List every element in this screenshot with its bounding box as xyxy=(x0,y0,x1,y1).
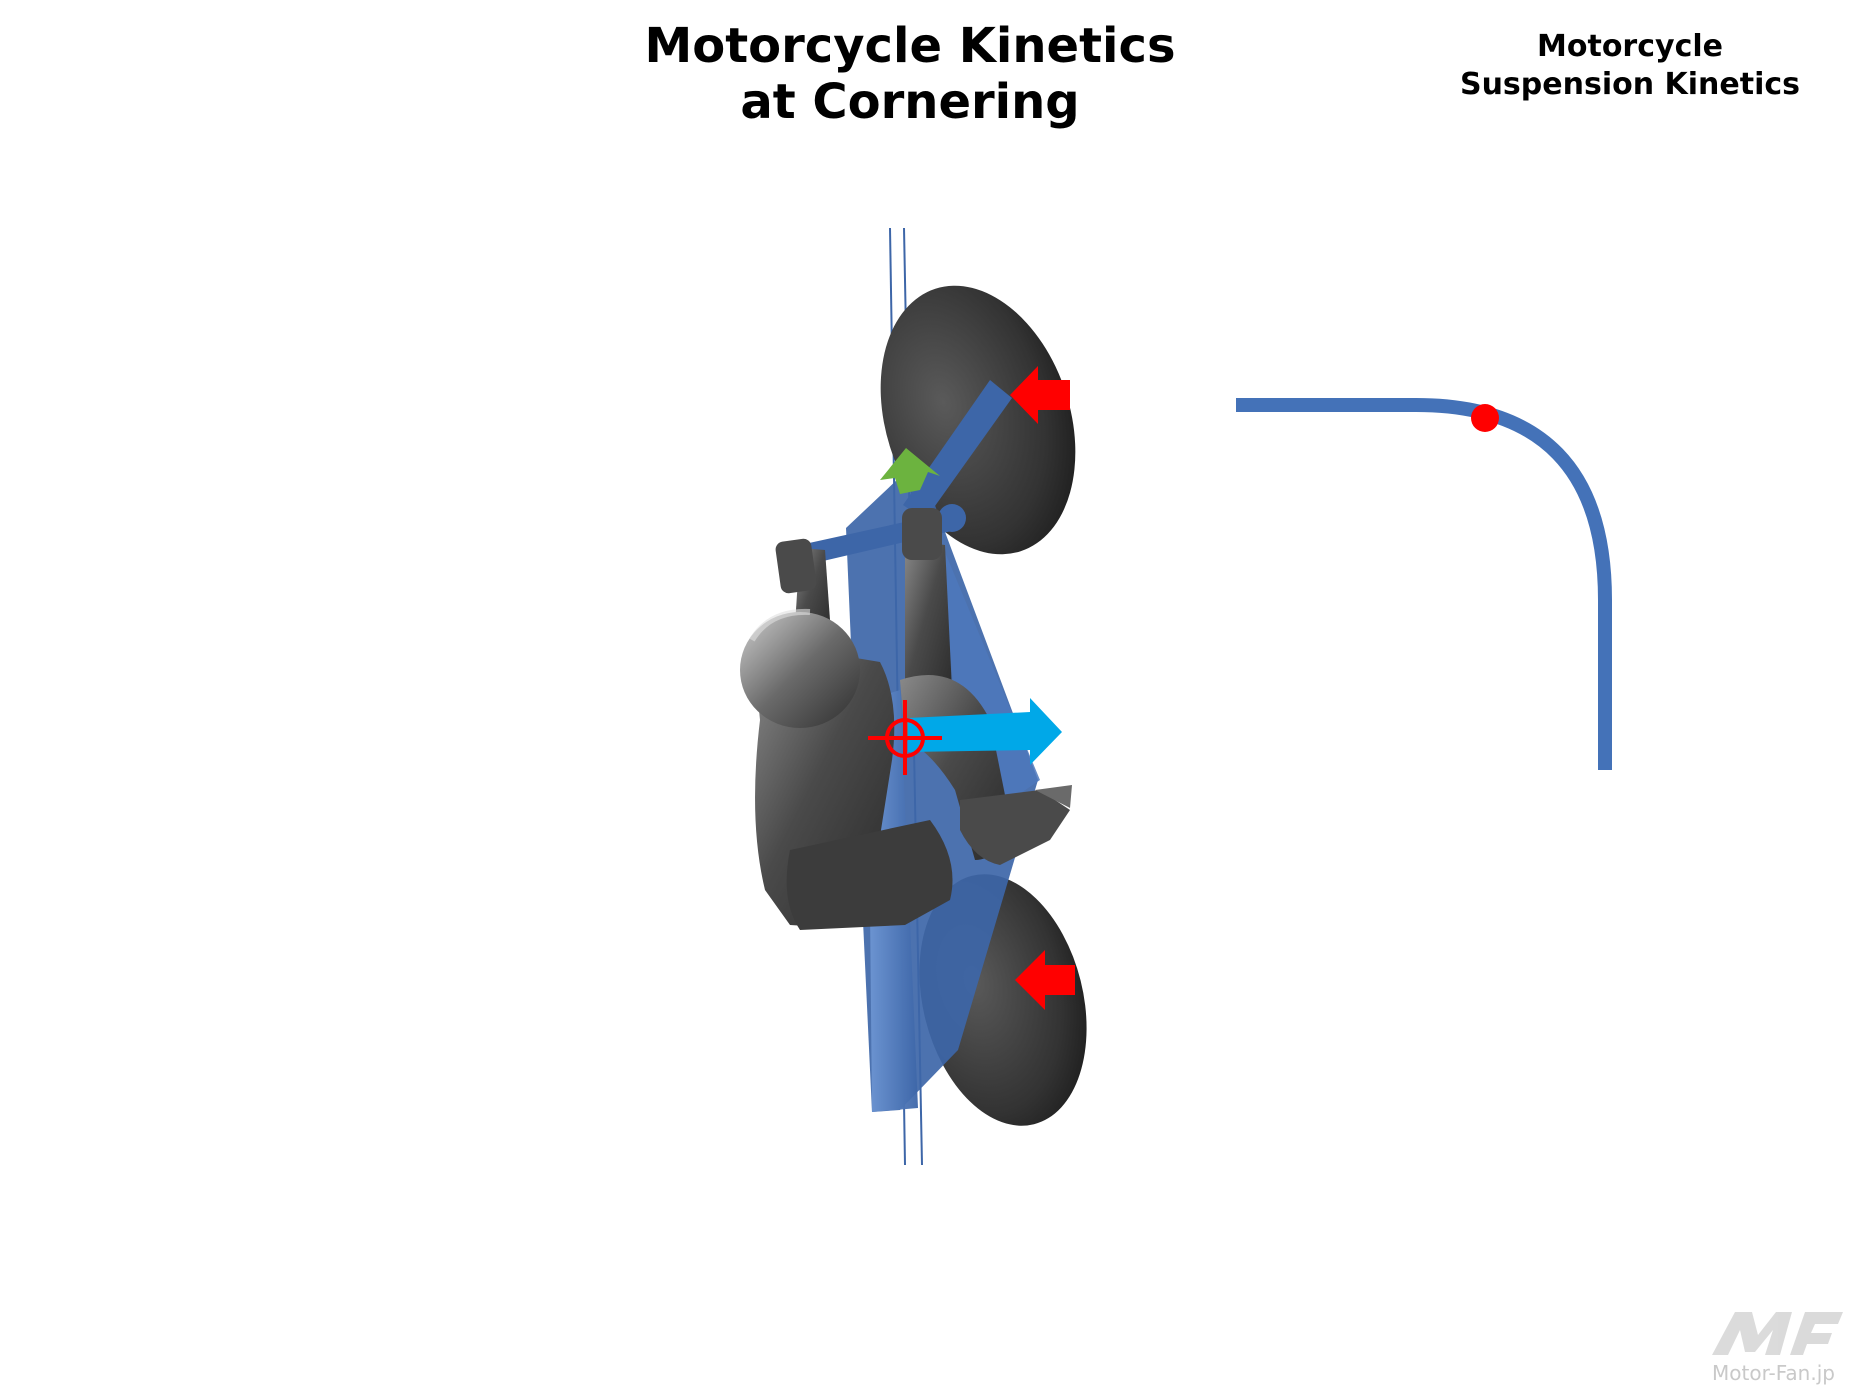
side-title: Motorcycle Suspension Kinetics xyxy=(1440,28,1820,104)
helmet xyxy=(740,612,860,728)
title-line-2: at Cornering xyxy=(740,74,1080,130)
side-title-line-2: Suspension Kinetics xyxy=(1459,67,1801,102)
crosshair-icon xyxy=(868,700,942,775)
red-arrow-left-icon-front xyxy=(1010,366,1070,424)
corner-track-path xyxy=(1236,398,1612,770)
side-title-line-1: Motorcycle xyxy=(1537,29,1723,64)
red-dot-icon xyxy=(1471,404,1499,432)
title-line-1: Motorcycle Kinetics xyxy=(644,18,1176,74)
rider xyxy=(740,508,1072,930)
watermark-site-text: Motor-Fan.jp xyxy=(1712,1361,1835,1385)
front-fork xyxy=(903,380,1012,520)
red-arrow-left-icon-rear xyxy=(1015,950,1075,1010)
cyan-arrow-right-icon xyxy=(908,698,1062,765)
green-arrow-up-icon xyxy=(880,448,940,494)
watermark-logo xyxy=(1712,1312,1843,1355)
page-title: Motorcycle Kinetics at Cornering xyxy=(560,18,1260,130)
